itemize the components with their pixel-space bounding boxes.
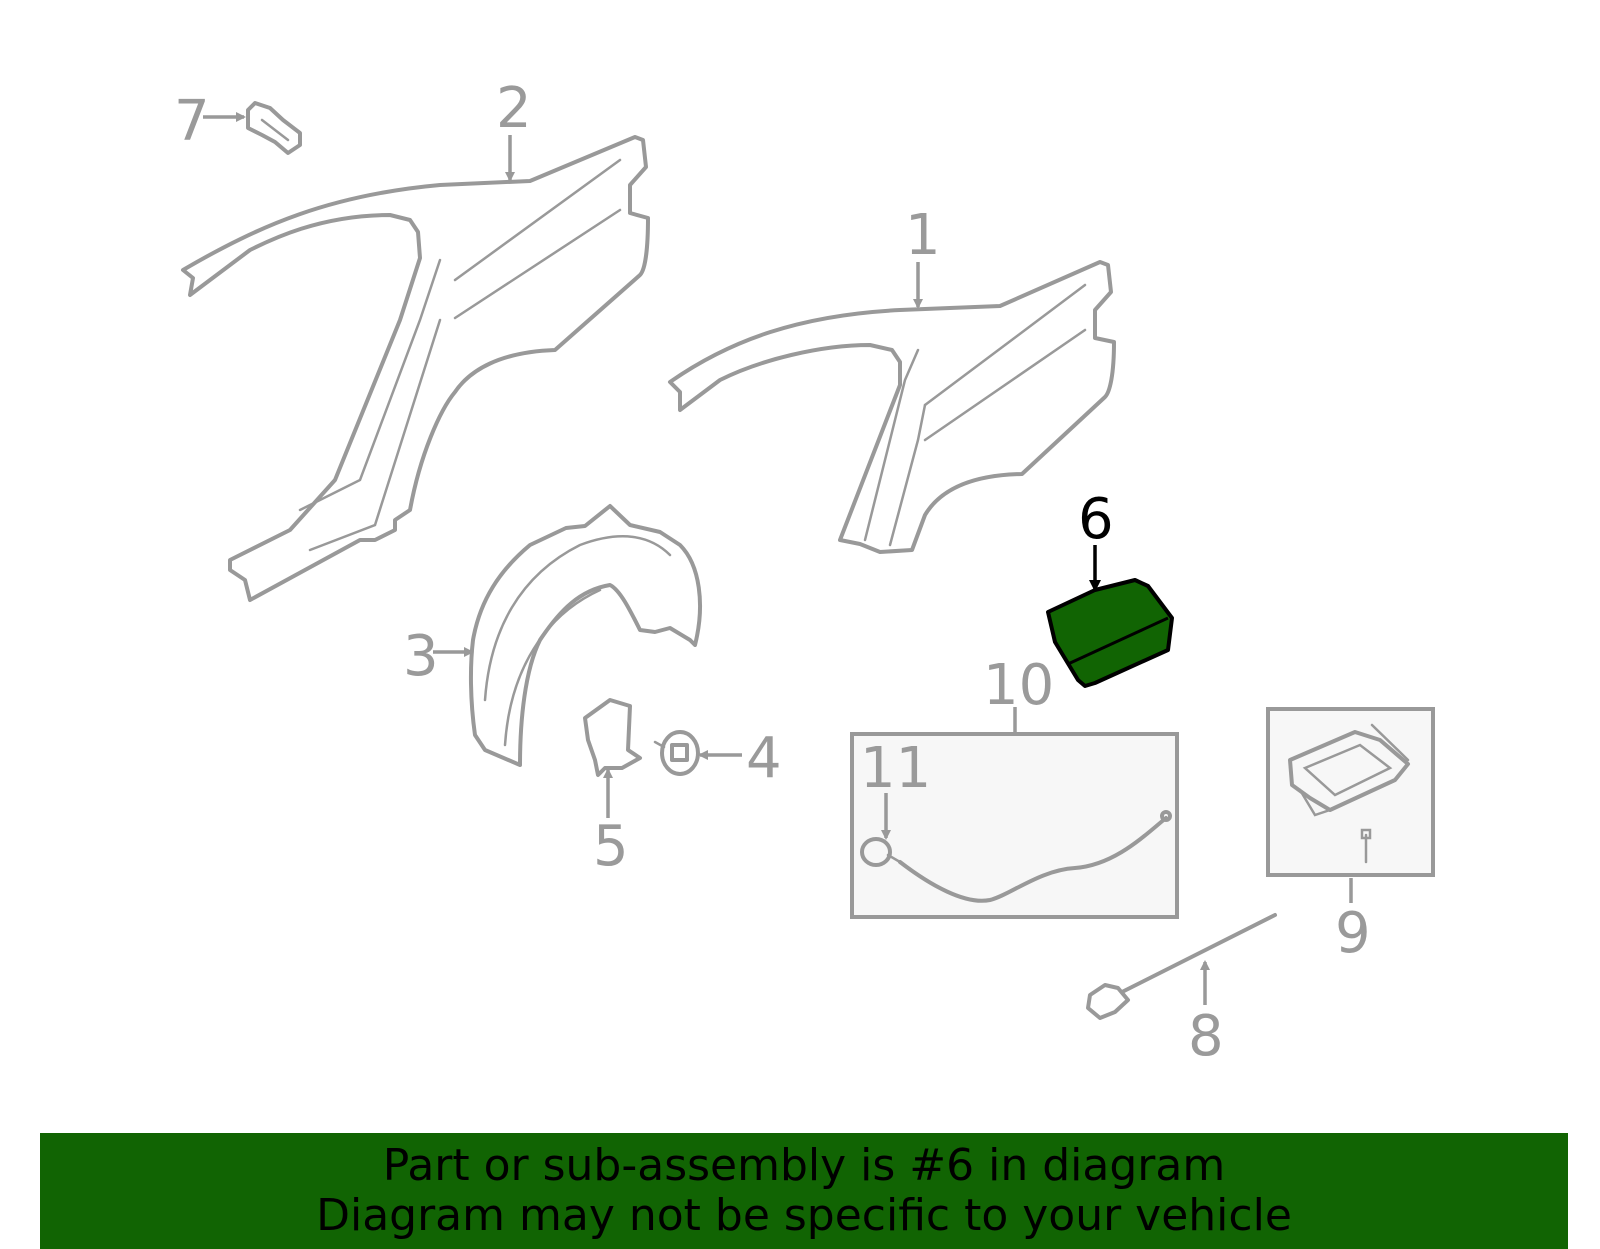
- callout-2: 2: [496, 76, 532, 141]
- part-10-release-cable-box: [850, 732, 1179, 919]
- part-9-fuel-door-housing-box: [1266, 707, 1435, 877]
- part-5-bracket: [583, 698, 642, 777]
- callout-7: 7: [174, 89, 210, 154]
- callout-8: 8: [1188, 1004, 1224, 1069]
- part-2-side-panel: [181, 135, 650, 602]
- callout-6: 6: [1078, 487, 1114, 552]
- callout-4: 4: [746, 726, 782, 791]
- part-7-clip: [246, 101, 302, 155]
- banner-line-2: Diagram may not be specific to your vehi…: [316, 1190, 1292, 1241]
- callout-1: 1: [905, 203, 941, 268]
- callout-3: 3: [403, 624, 439, 689]
- part-8-actuator: [1086, 913, 1277, 1020]
- callout-9: 9: [1335, 901, 1371, 966]
- part-6-fuel-door[interactable]: [1046, 578, 1174, 688]
- part-1-quarter-panel: [668, 260, 1116, 554]
- part-11-grommet: [860, 837, 902, 867]
- part-4-nut: [653, 730, 700, 776]
- part-3-wheel-liner: [468, 504, 702, 767]
- info-banner: Part or sub-assembly is #6 in diagram Di…: [40, 1133, 1568, 1249]
- banner-line-1: Part or sub-assembly is #6 in diagram: [382, 1140, 1226, 1191]
- callout-10: 10: [983, 653, 1054, 718]
- callout-5: 5: [593, 814, 629, 879]
- callout-11: 11: [860, 736, 931, 801]
- leader-lines: [203, 112, 1353, 1005]
